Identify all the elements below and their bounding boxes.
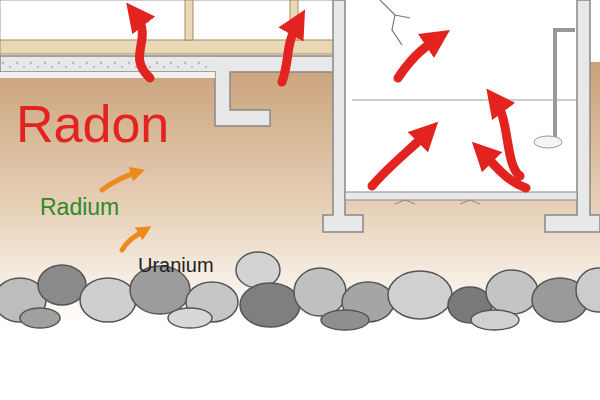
uranium-label: Uranium: [138, 255, 214, 275]
basement-interior: [345, 0, 577, 192]
slab-aggregate: [0, 58, 212, 70]
gravel: [0, 72, 215, 78]
wall-joint: [352, 99, 577, 100]
radon-arrows: [135, 14, 526, 188]
sump-pit: [534, 136, 562, 148]
radium-label: Radium: [40, 196, 119, 219]
rock-layer: [0, 252, 600, 330]
basement-floor: [345, 192, 577, 200]
wall-crack: [380, 0, 410, 45]
floor-crack: [395, 200, 480, 204]
radon-label: Radon: [16, 98, 169, 150]
sump-pipe: [553, 30, 575, 137]
stud: [185, 0, 193, 40]
